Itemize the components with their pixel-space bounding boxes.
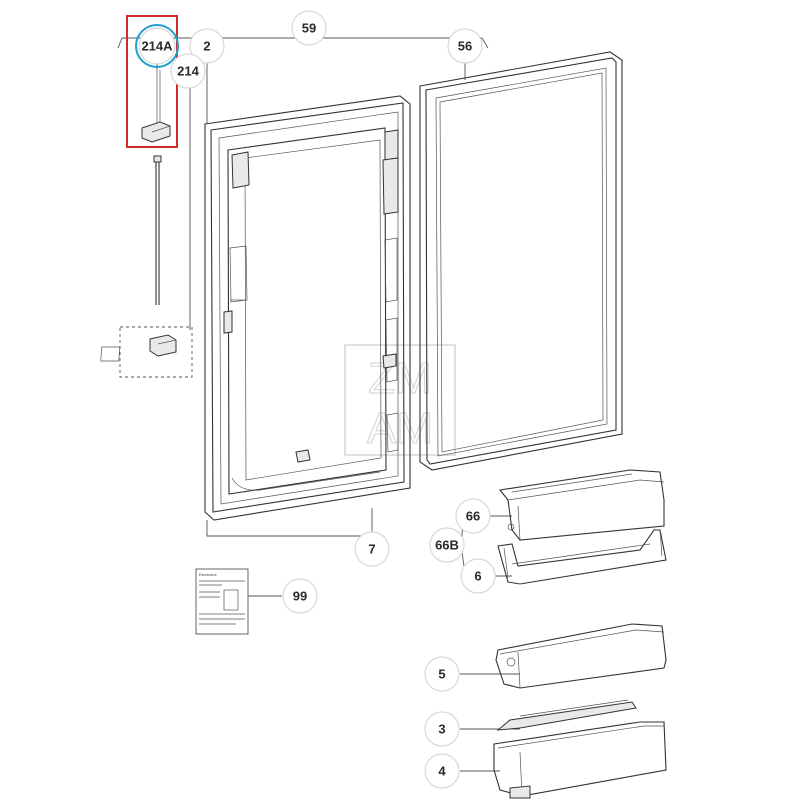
watermark-line-1: ZM: [368, 354, 432, 403]
manual-brand: Electrolux: [199, 572, 217, 577]
callout-label-5: 5: [438, 667, 445, 682]
callout-label-4: 4: [438, 764, 446, 779]
callout-label-214: 214: [177, 64, 199, 79]
callout-5: 5: [424, 656, 460, 692]
part-latch-kit: [100, 326, 193, 378]
callout-label-7: 7: [368, 542, 375, 557]
part-door-gasket: [419, 51, 623, 471]
part-3-shelf-cover: [496, 699, 637, 731]
callout-6: 6: [460, 558, 496, 594]
callout-214: 214: [170, 53, 206, 89]
callout-56: 56: [447, 28, 483, 64]
callout-66B: 66B: [429, 527, 465, 563]
callout-2: 2: [189, 28, 225, 64]
watermark-line-2: AM: [367, 404, 433, 453]
callout-99: 99: [282, 578, 318, 614]
callout-label-56: 56: [458, 39, 472, 54]
watermark-frame: [344, 344, 456, 456]
callout-label-2: 2: [203, 39, 210, 54]
part-door-liner: [204, 95, 411, 521]
callout-66: 66: [455, 498, 491, 534]
highlight-circle-214A: [135, 24, 179, 68]
callout-label-214A: 214A: [141, 39, 173, 54]
callout-label-66B: 66B: [435, 538, 459, 553]
callout-7: 7: [354, 531, 390, 567]
callout-4: 4: [424, 753, 460, 789]
callout-label-59: 59: [302, 21, 316, 36]
part-99-manual: Electrolux: [195, 568, 249, 635]
dashed-kit-box: [119, 326, 193, 378]
part-214A-hinge: [126, 15, 178, 148]
manual-booklet: [195, 568, 249, 635]
callout-3: 3: [424, 711, 460, 747]
part-214-rod: [153, 155, 162, 305]
callout-label-3: 3: [438, 722, 445, 737]
watermark: ZM AM: [344, 344, 456, 456]
callout-214A: 214A: [135, 24, 179, 68]
part-4-bottle-shelf: [493, 721, 667, 799]
callout-label-99: 99: [293, 589, 307, 604]
part-5-door-shelf: [495, 623, 667, 689]
part-6-door-shelf: [497, 529, 667, 585]
callout-label-6: 6: [474, 569, 481, 584]
callout-59: 59: [291, 10, 327, 46]
callout-label-66: 66: [466, 509, 480, 524]
part-66-door-shelf: [498, 469, 665, 541]
